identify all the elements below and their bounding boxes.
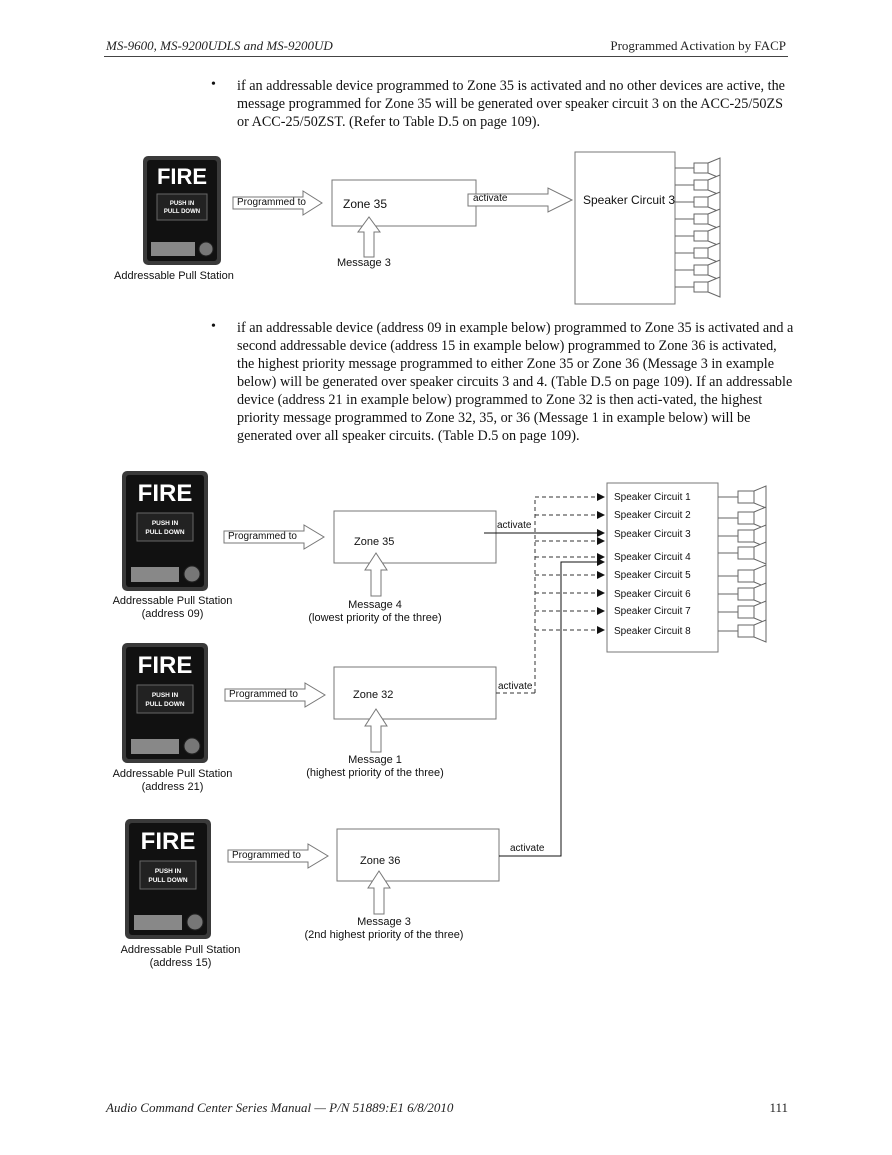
d2-zone-35: Zone 35 [354,536,394,548]
d2-programmed-to-1: Programmed to [228,531,297,542]
d2-station-1-label: Addressable Pull Station [100,595,245,607]
push-in-text: PUSH IN [152,520,179,527]
fire-text: FIRE [138,652,193,679]
speaker-circuit-3: Speaker Circuit 3 [614,529,691,540]
speaker-circuit-8: Speaker Circuit 8 [614,626,691,637]
fire-text: FIRE [138,480,193,507]
speaker-circuit-6: Speaker Circuit 6 [614,589,691,600]
fire-text: FIRE [141,828,196,855]
pull-station-icon: FIRE PUSH IN PULL DOWN [125,819,211,939]
speaker-circuit-5: Speaker Circuit 5 [614,570,691,581]
pull-down-text: PULL DOWN [145,701,185,708]
d2-message-3-priority: (2nd highest priority of the three) [284,929,484,941]
d2-programmed-to-3: Programmed to [232,850,301,861]
pull-down-text: PULL DOWN [148,877,188,884]
d2-message-3: Message 3 [284,916,484,928]
push-in-text: PUSH IN [152,692,179,699]
speaker-icons-2 [718,486,766,642]
d2-station-3-label: Addressable Pull Station [108,944,253,956]
speaker-circuit-2: Speaker Circuit 2 [614,510,691,521]
pull-down-text: PULL DOWN [145,529,185,536]
push-in-text: PUSH IN [155,868,182,875]
d2-zone-36: Zone 36 [360,855,400,867]
d2-station-3-address: (address 15) [108,957,253,969]
d2-station-2-address: (address 21) [100,781,245,793]
d2-activate-3: activate [510,843,544,854]
speaker-circuit-1: Speaker Circuit 1 [614,492,691,503]
d2-programmed-to-2: Programmed to [229,689,298,700]
d2-station-1-address: (address 09) [100,608,245,620]
pull-station-icon: FIRE PUSH IN PULL DOWN [122,471,208,591]
page-number: 111 [769,1100,788,1116]
pull-station-icon: FIRE PUSH IN PULL DOWN [122,643,208,763]
d2-activate-2: activate [498,681,532,692]
footer-manual-info: Audio Command Center Series Manual — P/N… [106,1100,453,1116]
speaker-circuit-7: Speaker Circuit 7 [614,606,691,617]
d2-station-2-label: Addressable Pull Station [100,768,245,780]
d2-activate-1: activate [497,520,531,531]
d2-message-1-priority: (highest priority of the three) [290,767,460,779]
d2-message-4-priority: (lowest priority of the three) [290,612,460,624]
d2-message-1: Message 1 [290,754,460,766]
speaker-circuit-4: Speaker Circuit 4 [614,552,691,563]
d2-zone-32: Zone 32 [353,689,393,701]
d2-message-4: Message 4 [290,599,460,611]
